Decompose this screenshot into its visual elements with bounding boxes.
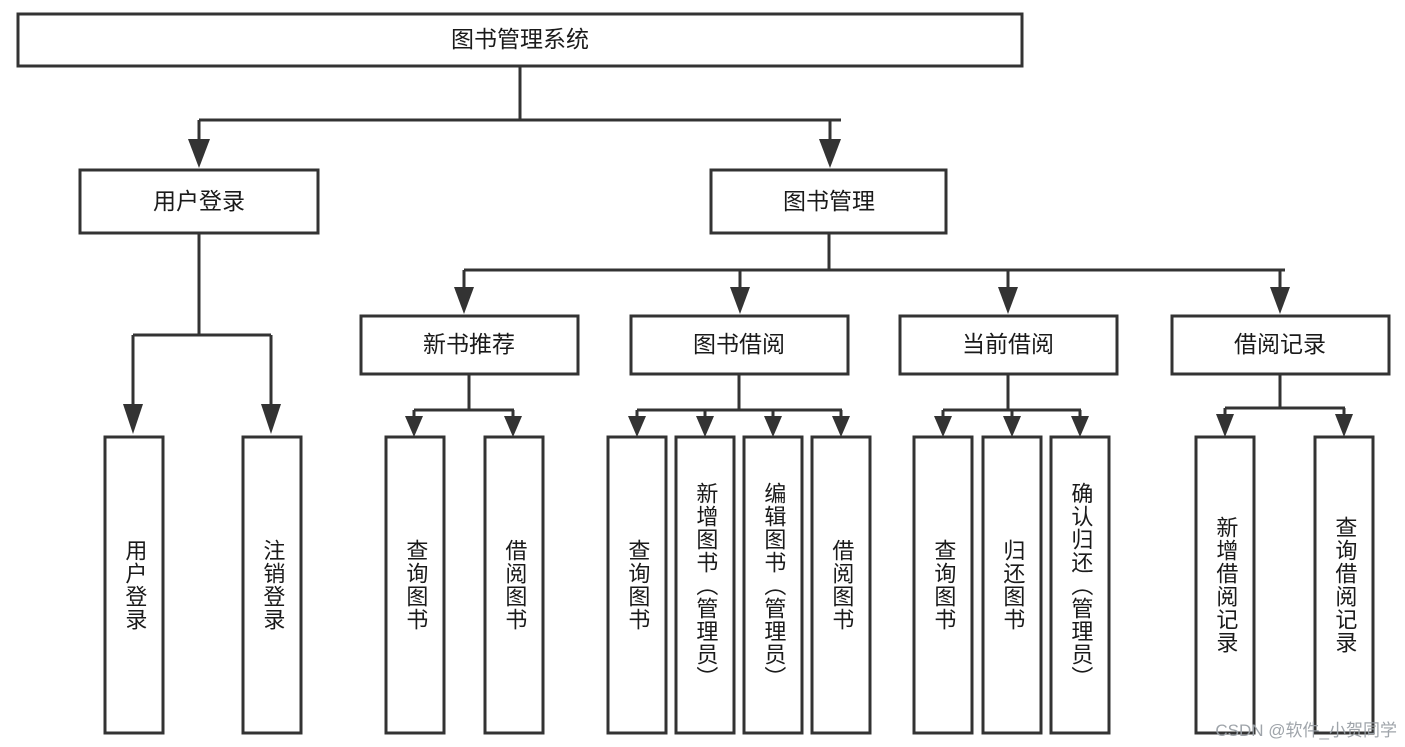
leaf-box-nbr-borrow-book[interactable] [483,435,545,735]
new-book-recommend-box-shape [359,314,580,376]
node-borrow-record[interactable]: 借阅记录 [1170,314,1391,376]
leaf-box-user-login[interactable] [103,435,165,735]
leaf-box-logout[interactable] [241,435,303,735]
arrow-to-leaf-br-2 [1335,414,1353,437]
borrow-record-label: 借阅记录 [1234,331,1326,357]
leaf-box-cb-query-book[interactable] [912,435,974,735]
node-root[interactable]: 图书管理系统 [16,12,1024,68]
connector-book-manage-to-level3 [454,233,1290,314]
book-borrow-box-shape [629,314,850,376]
arrow-to-leaf-logout [261,404,281,434]
connector-book-borrow-to-leaves [628,374,850,437]
arrow-to-leaf-bb-3 [764,416,782,437]
arrow-to-book-borrow [730,287,750,314]
leaf-box-bb-query-book[interactable] [606,435,668,735]
node-current-borrow[interactable]: 当前借阅 [898,314,1119,376]
new-book-recommend-label: 新书推荐 [423,331,515,357]
leaf-box-bb-borrow-book[interactable] [810,435,872,735]
book-manage-box-shape [709,168,948,235]
arrow-to-leaf-cb-2 [1003,416,1021,437]
arrow-to-current-borrow [998,287,1018,314]
arrow-to-leaf-bb-2 [696,416,714,437]
node-new-book-recommend[interactable]: 新书推荐 [359,314,580,376]
arrow-to-new-book-recommend [454,287,474,314]
current-borrow-label: 当前借阅 [962,331,1054,357]
arrow-to-leaf-user-login [123,404,143,434]
borrow-record-box-shape [1170,314,1391,376]
leaf-box-nbr-query-book[interactable] [384,435,446,735]
arrow-to-leaf-cb-3 [1071,416,1089,437]
arrow-to-leaf-cb-1 [934,416,952,437]
root-label: 图书管理系统 [451,26,589,52]
arrow-to-leaf-bb-1 [628,416,646,437]
connector-new-book-recommend-to-leaves [405,374,522,437]
arrow-to-leaf-br-1 [1216,414,1234,437]
arrow-to-leaf-nbr-1 [405,416,423,437]
leaf-box-bb-edit-book[interactable] [742,435,804,735]
connector-user-login-to-leaves [123,233,281,434]
leaf-box-br-query-record[interactable] [1313,435,1375,735]
book-borrow-label: 图书借阅 [693,331,785,357]
leaf-box-cb-return-book[interactable] [981,435,1043,735]
connector-root-to-level2 [188,66,841,168]
arrow-to-leaf-nbr-2 [504,416,522,437]
arrow-to-book-manage [819,139,841,168]
arrow-to-leaf-bb-4 [832,416,850,437]
node-book-manage[interactable]: 图书管理 [709,168,948,235]
arrow-to-borrow-record [1270,287,1290,314]
current-borrow-box-shape [898,314,1119,376]
leaf-box-cb-confirm-return[interactable] [1049,435,1111,735]
node-user-login[interactable]: 用户登录 [78,168,320,235]
book-manage-label: 图书管理 [783,188,875,214]
leaf-box-br-add-record[interactable] [1194,435,1256,735]
leaf-box-bb-add-book[interactable] [674,435,736,735]
root-box-shape [16,12,1024,68]
user-login-label: 用户登录 [153,188,245,214]
connector-current-borrow-to-leaves [934,374,1089,437]
node-book-borrow[interactable]: 图书借阅 [629,314,850,376]
arrow-to-user-login [188,139,210,168]
connector-borrow-record-to-leaves [1216,374,1353,437]
